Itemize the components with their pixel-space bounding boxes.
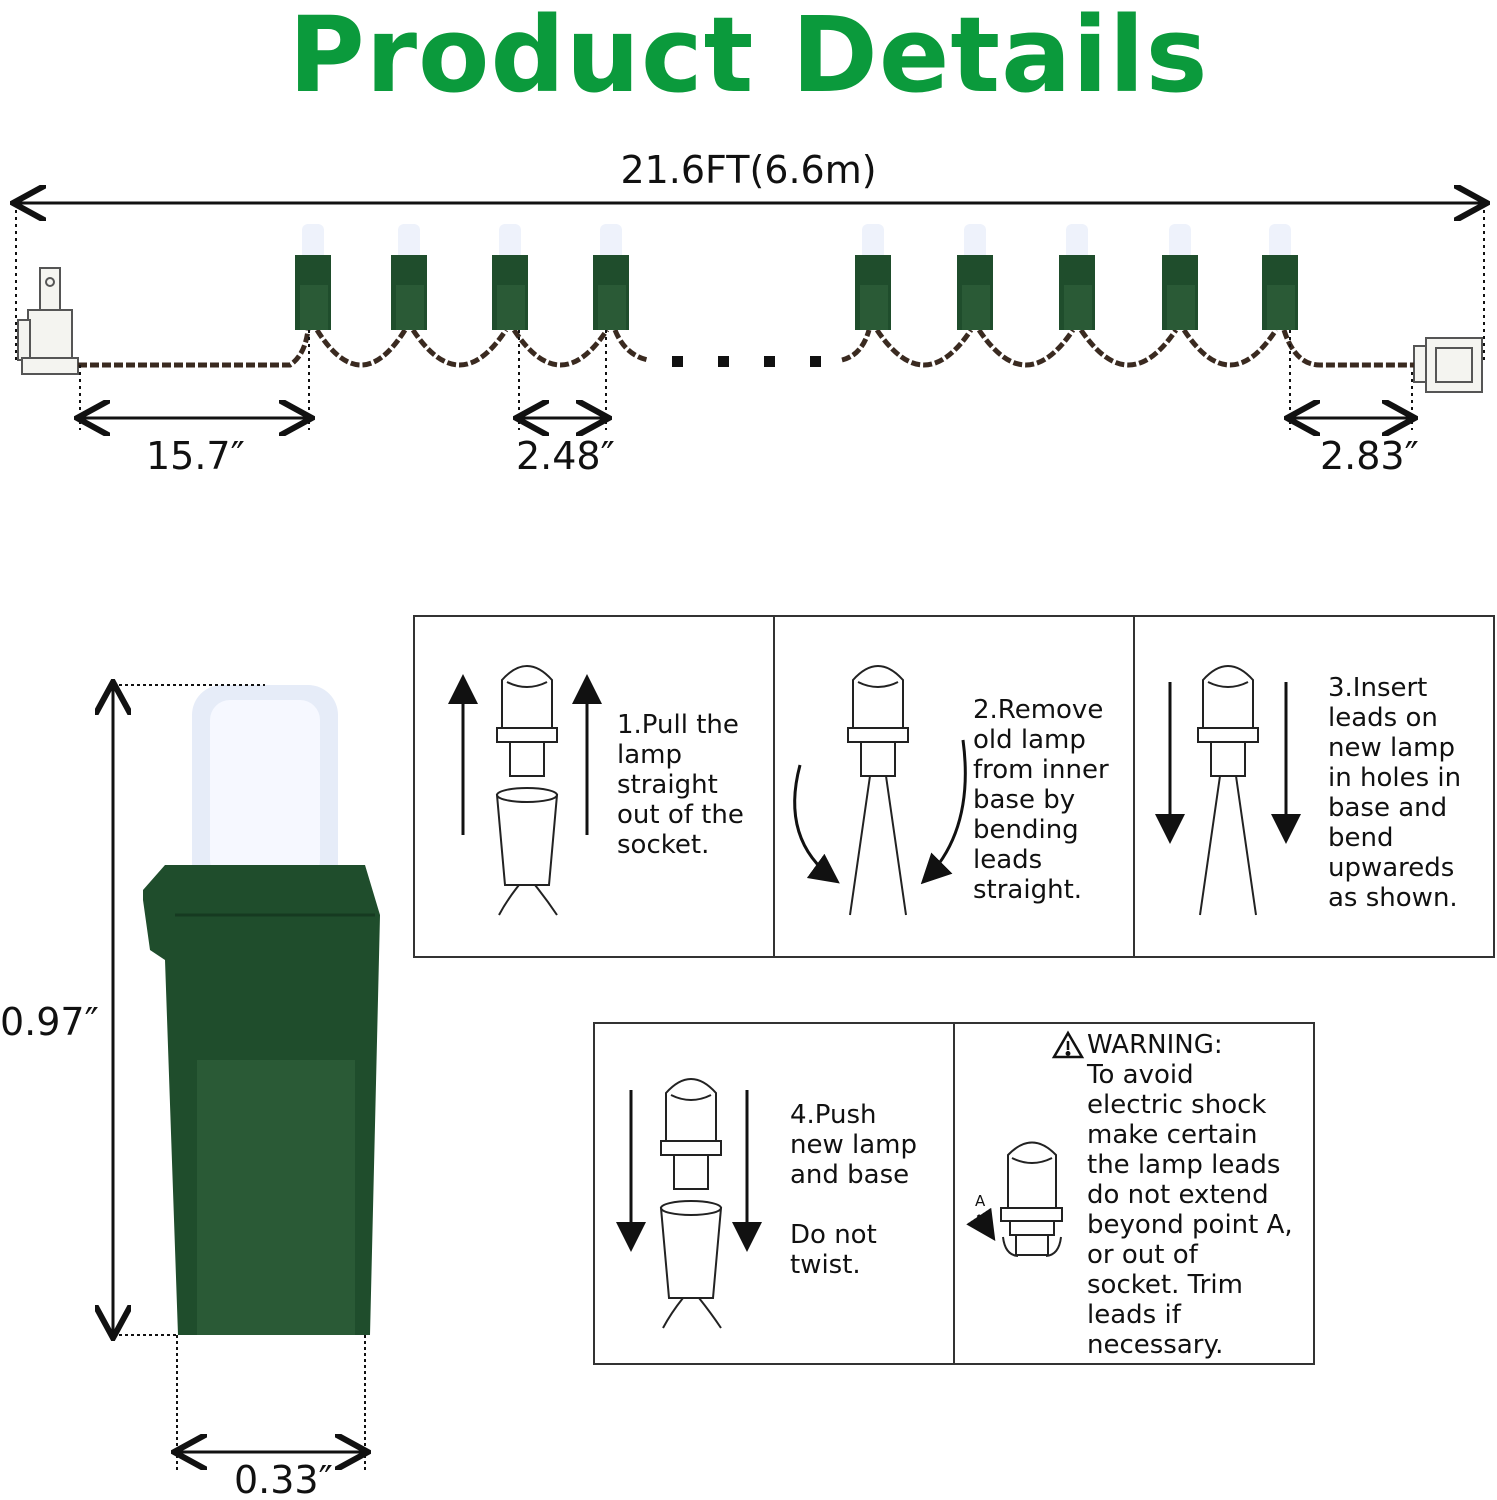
- lamp-icon: [659, 1078, 723, 1329]
- bulb: [855, 224, 891, 330]
- bulb: [492, 224, 528, 330]
- lamp-icon: [1000, 1141, 1063, 1257]
- step-3-panel: [1133, 615, 1495, 958]
- end-connector-icon: [1413, 337, 1483, 393]
- page-title: Product Details: [288, 0, 1209, 116]
- bulb-width-label: 0.33″: [234, 1458, 333, 1500]
- wire: [78, 328, 1414, 368]
- last-to-end-label: 2.83″: [1320, 434, 1419, 478]
- total-length-label: 21.6FT(6.6m): [620, 148, 877, 192]
- warning-heading: WARNING:: [1087, 1030, 1223, 1060]
- curved-arrow: [920, 739, 967, 885]
- warning-panel: [953, 1022, 1315, 1365]
- step-3-text: 3.Insert leads on new lamp in holes in b…: [1328, 673, 1462, 913]
- plug-to-first-label: 15.7″: [146, 434, 245, 478]
- curved-arrow: [793, 764, 840, 884]
- bulb: [1262, 224, 1298, 330]
- point-a-label: A: [975, 1192, 986, 1210]
- point-a-arrow: [966, 1207, 996, 1241]
- step-4-text: 4.Push new lamp and base Do not twist.: [790, 1100, 917, 1280]
- continuation-dots: [672, 356, 821, 367]
- bulb: [1162, 224, 1198, 330]
- warning-text: To avoid electric shock make certain the…: [1087, 1060, 1293, 1360]
- plug-icon: [17, 267, 79, 375]
- bulb: [593, 224, 629, 330]
- bulb: [295, 224, 331, 330]
- step-1-text: 1.Pull the lamp straight out of the sock…: [617, 710, 744, 860]
- large-bulb-illustration: [143, 685, 380, 1335]
- lamp-icon: [1197, 665, 1259, 916]
- bulb: [391, 224, 427, 330]
- bulb-height-label: 0.97″: [0, 1000, 99, 1044]
- warning-triangle-icon: [1051, 1030, 1085, 1059]
- bulb: [1059, 224, 1095, 330]
- lamp-icon: [847, 665, 909, 916]
- step-2-text: 2.Remove old lamp from inner base by ben…: [973, 695, 1109, 905]
- bulb: [957, 224, 993, 330]
- bulb-spacing-label: 2.48″: [516, 434, 615, 478]
- lamp-icon: [495, 665, 559, 916]
